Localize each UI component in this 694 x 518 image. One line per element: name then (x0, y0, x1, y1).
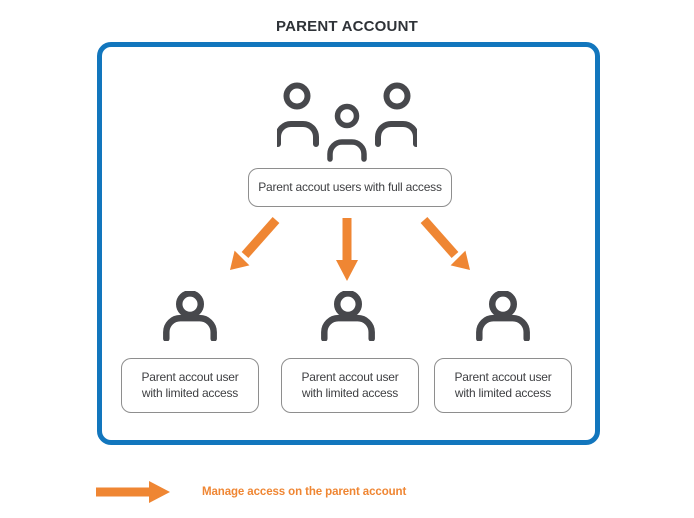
arrow-down-right-icon (420, 217, 470, 270)
user-icon (476, 291, 530, 341)
limited-access-box: Parent accout user with limited access (281, 358, 419, 413)
full-access-box: Parent accout users with full access (248, 168, 452, 207)
arrow-down-icon (336, 218, 358, 281)
limited-access-label: Parent accout user with limited access (141, 369, 239, 400)
user-icon (321, 291, 375, 341)
arrow-down-left-icon (230, 217, 280, 270)
limited-access-box: Parent accout user with limited access (434, 358, 572, 413)
user-icon (163, 291, 217, 341)
full-access-label: Parent accout users with full access (258, 179, 442, 194)
legend: Manage access on the parent account (94, 479, 406, 505)
arrow-right-icon (96, 481, 170, 503)
page-title: PARENT ACCOUNT (276, 18, 418, 35)
limited-access-box: Parent accout user with limited access (121, 358, 259, 413)
limited-access-label: Parent accout user with limited access (454, 369, 552, 400)
limited-access-label: Parent accout user with limited access (301, 369, 399, 400)
users-group-icon (277, 82, 417, 162)
legend-label: Manage access on the parent account (202, 486, 407, 498)
